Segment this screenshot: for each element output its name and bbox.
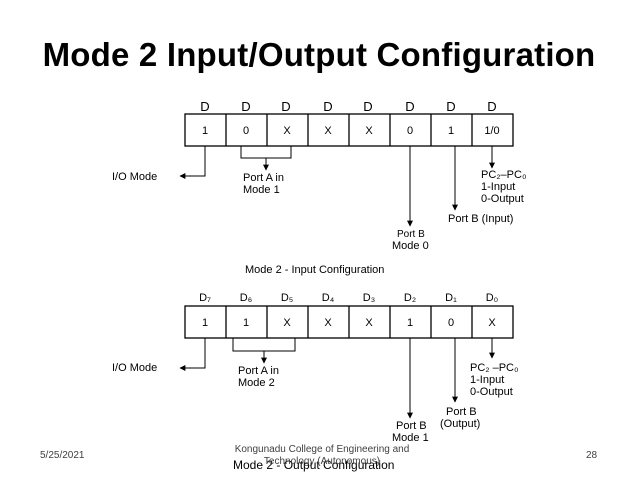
output-port-b-label: Port B	[396, 420, 427, 432]
input-cells: 1 0 X X X 0 1 1/0	[202, 125, 500, 137]
input-cell: 0	[243, 125, 249, 137]
input-cell: 0	[407, 125, 413, 137]
input-port-a-bracket	[240, 146, 292, 159]
input-bit-header: D	[323, 99, 332, 114]
output-port-a-label: Port A in	[238, 365, 279, 377]
input-port-b-mode: Mode 0	[392, 240, 429, 252]
input-cell: X	[365, 125, 373, 137]
input-cell: X	[283, 125, 291, 137]
input-bit-header: D	[281, 99, 290, 114]
input-pc-input: 1-Input	[481, 181, 515, 193]
output-bit-header: D₅	[281, 292, 293, 304]
output-bit-headers: D₇ D₆ D₅ D₄ D₃ D₂ D₁ D₀	[199, 292, 498, 304]
input-port-b-label: Port B	[397, 229, 425, 240]
output-port-b-output-label: Port B	[446, 406, 477, 418]
output-bit-header: D₂	[404, 292, 416, 304]
input-port-a-mode: Mode 1	[243, 184, 280, 196]
output-pc-input: 1-Input	[470, 374, 504, 386]
output-port-a-bracket	[232, 338, 296, 352]
output-io-mode-arrow	[179, 338, 206, 371]
input-pc-output: 0-Output	[481, 193, 524, 205]
footer-organization-line1: Kongunadu College of Engineering and	[234, 444, 410, 455]
input-cell: 1/0	[484, 125, 499, 137]
output-bit-header: D₃	[363, 292, 375, 304]
footer-organization: Kongunadu College of Engineering and Tec…	[232, 444, 412, 468]
output-port-b-mode: Mode 1	[392, 432, 429, 444]
output-cell: X	[324, 317, 332, 329]
output-io-mode-label: I/O Mode	[112, 362, 157, 374]
input-bit-header: D	[405, 99, 414, 114]
output-bit-header: D₇	[199, 292, 211, 304]
output-cell: X	[283, 317, 291, 329]
output-cell: 1	[202, 317, 208, 329]
input-config-caption: Mode 2 - Input Configuration	[245, 264, 384, 276]
input-io-mode-label: I/O Mode	[112, 171, 157, 183]
output-cell: 1	[407, 317, 413, 329]
output-pc-label: PC₂ –PC₀	[470, 362, 519, 374]
input-cell: X	[324, 125, 332, 137]
output-port-a-mode: Mode 2	[238, 377, 275, 389]
output-config-caption: Mode 2 - Output Configuration	[233, 458, 394, 472]
output-bit-header: D₁	[445, 292, 457, 304]
output-cell: 0	[448, 317, 454, 329]
output-pc-output: 0-Output	[470, 386, 513, 398]
input-bit-header: D	[363, 99, 372, 114]
slide-title: Mode 2 Input/Output Configuration	[42, 36, 596, 73]
input-bit-header: D	[241, 99, 250, 114]
output-cell: X	[365, 317, 373, 329]
output-cell: X	[488, 317, 496, 329]
output-cells: 1 1 X X X 1 0 X	[202, 317, 496, 329]
output-config-diagram: D₇ D₆ D₅ D₄ D₃ D₂ D₁ D₀ 1 1 X X X 1 0 X	[112, 292, 519, 472]
input-pc-label: PC₂–PC₀	[481, 169, 527, 181]
input-bit-headers: D D D D D D D D	[200, 99, 496, 114]
input-port-b-input-label: Port B (Input)	[448, 213, 513, 225]
input-bit-header: D	[487, 99, 496, 114]
input-bit-header: D	[200, 99, 209, 114]
input-config-diagram: D D D D D D D D 1 0 X X X 0 1 1/0 I/O	[112, 99, 527, 276]
page-number: 28	[586, 450, 598, 461]
output-cell: 1	[243, 317, 249, 329]
footer-date: 5/25/2021	[40, 450, 85, 461]
output-bit-header: D₆	[240, 292, 252, 304]
output-bit-header: D₄	[322, 292, 335, 304]
footer-organization-line2: Technology (Autonomous)	[263, 456, 381, 467]
output-bit-header: D₀	[486, 292, 499, 304]
input-cell: 1	[448, 125, 454, 137]
input-bit-header: D	[446, 99, 455, 114]
input-io-mode-arrow	[179, 146, 206, 179]
input-cell: 1	[202, 125, 208, 137]
output-port-b-output-direction: (Output)	[440, 418, 480, 430]
input-port-a-label: Port A in	[243, 172, 284, 184]
